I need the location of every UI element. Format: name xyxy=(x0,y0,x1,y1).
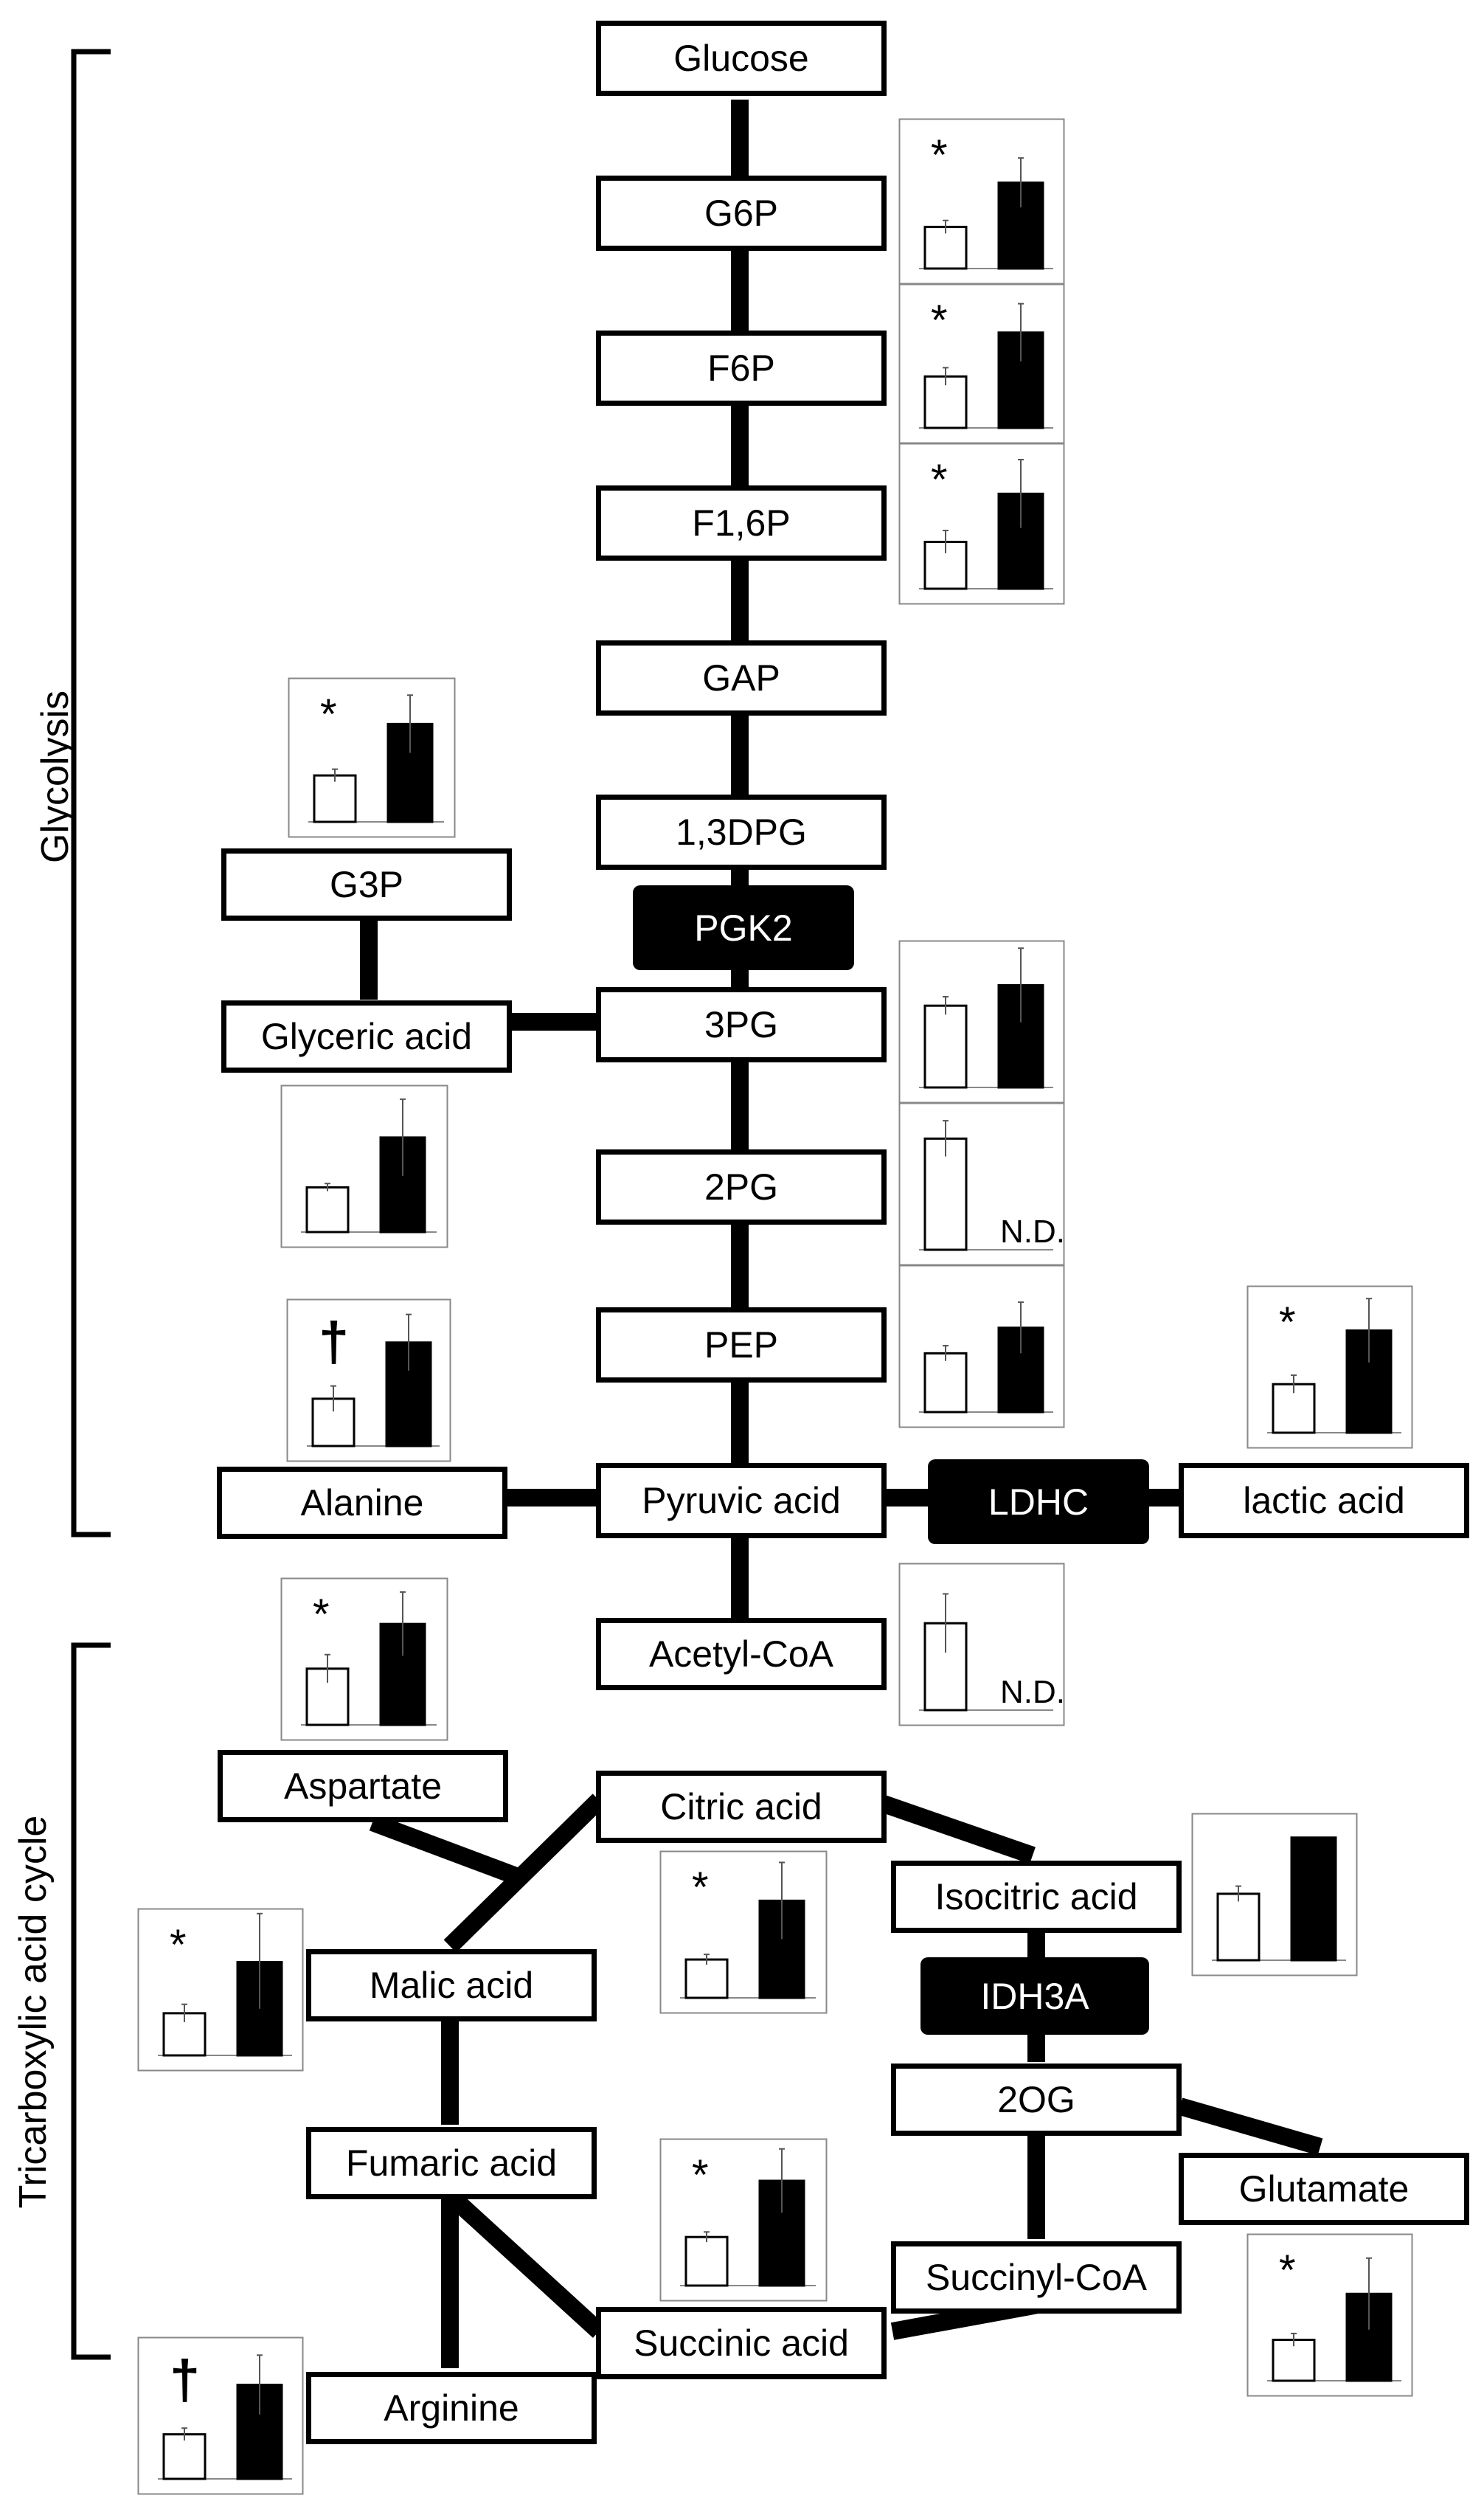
f6p-box: F6P xyxy=(596,331,887,406)
malic-acid-box: Malic acid xyxy=(306,1949,597,2021)
glutamate-box: Glutamate xyxy=(1179,2153,1469,2225)
isocitric-acid-filled-bar xyxy=(1290,1836,1337,1962)
isocitric-acid-box: Isocitric acid xyxy=(891,1861,1182,1933)
g6p-chart: * xyxy=(898,118,1065,285)
citric-isocitric-line xyxy=(881,1795,1036,1864)
lactic-acid-box: lactic acid xyxy=(1179,1463,1469,1538)
aspartate-chart: * xyxy=(280,1577,448,1741)
glutamate-significance-mark: * xyxy=(1279,2246,1296,2294)
arginine-significance-mark: † xyxy=(170,2349,200,2410)
citric-malic-line xyxy=(443,1793,606,1953)
succinic-acid-box: Succinic acid xyxy=(596,2307,887,2379)
g6p-open-bar xyxy=(923,226,968,270)
arginine-box: Arginine xyxy=(306,2372,597,2444)
aspartate-significance-mark: * xyxy=(313,1591,330,1639)
idh3a-enzyme: IDH3A xyxy=(920,1957,1149,2035)
malic-acid-filled-bar xyxy=(236,1961,283,2057)
citric-acid-chart: * xyxy=(659,1850,828,2014)
f6p-chart: * xyxy=(898,283,1065,444)
pep-chart xyxy=(898,1265,1065,1428)
glucose-box: Glucose xyxy=(596,21,887,96)
g6p-filled-bar xyxy=(997,181,1044,270)
g6p-significance-mark: * xyxy=(931,131,948,179)
glutamate-chart: * xyxy=(1247,2233,1413,2397)
g3p-box: G3P xyxy=(221,848,512,921)
alanine-box: Alanine xyxy=(217,1467,507,1539)
glyceric-acid-open-bar xyxy=(305,1186,350,1234)
ldhc-enzyme: LDHC xyxy=(928,1459,1149,1544)
2og-box: 2OG xyxy=(891,2064,1182,2136)
g6p-box: G6P xyxy=(596,176,887,251)
2og-glutamate-line xyxy=(1177,2097,1323,2156)
aspartate-malic-line xyxy=(369,1813,524,1886)
succinic-acid-open-bar xyxy=(684,2235,729,2287)
f16p-box: F1,6P xyxy=(596,485,887,561)
tca-bracket xyxy=(71,1642,111,2360)
g3p-chart: * xyxy=(288,677,456,838)
aspartate-box: Aspartate xyxy=(218,1750,508,1822)
13dpg-box: 1,3DPG xyxy=(596,795,887,870)
citric-acid-open-bar xyxy=(684,1958,729,1999)
g3p-significance-mark: * xyxy=(320,691,337,738)
tca-label: Tricarboxylic acid cycle xyxy=(12,1815,55,2209)
2pg-nd-label: N.D. xyxy=(1000,1214,1065,1250)
gap-box: GAP xyxy=(596,640,887,716)
pep-open-bar xyxy=(923,1352,968,1414)
glycolysis-bracket xyxy=(71,49,111,1537)
succinic-acid-chart: * xyxy=(659,2138,828,2302)
g3p-open-bar xyxy=(313,774,357,823)
arginine-open-bar xyxy=(162,2433,207,2480)
malic-acid-significance-mark: * xyxy=(170,1921,187,1969)
2pg-box: 2PG xyxy=(596,1149,887,1225)
f6p-significance-mark: * xyxy=(931,297,948,345)
isocitric-acid-open-bar xyxy=(1216,1892,1261,1962)
lactic-acid-chart: * xyxy=(1247,1285,1413,1449)
3pg-chart xyxy=(898,940,1065,1104)
lactic-acid-significance-mark: * xyxy=(1279,1298,1296,1346)
citric-acid-significance-mark: * xyxy=(692,1864,709,1912)
succinyl-coa-box: Succinyl-CoA xyxy=(891,2241,1182,2314)
citric-acid-box: Citric acid xyxy=(596,1771,887,1843)
pgk2-enzyme: PGK2 xyxy=(633,885,854,970)
2pg-chart: N.D. xyxy=(898,1102,1065,1266)
f16p-chart: * xyxy=(898,443,1065,605)
acetyl-coa-box: Acetyl-CoA xyxy=(596,1618,887,1690)
malic-acid-chart: * xyxy=(137,1908,304,2072)
fumaric-succinic-line xyxy=(447,2192,606,2338)
glycolysis-label: Glycolysis xyxy=(34,690,77,863)
3pg-box: 3PG xyxy=(596,987,887,1062)
succinic-acid-significance-mark: * xyxy=(692,2151,709,2199)
alanine-chart: † xyxy=(286,1298,451,1462)
acetyl-coa-chart: N.D. xyxy=(898,1563,1065,1726)
glyceric-acid-chart xyxy=(280,1085,448,1248)
f1-6p-significance-mark: * xyxy=(931,456,948,504)
3pg-open-bar xyxy=(923,1004,968,1089)
pep-box: PEP xyxy=(596,1307,887,1383)
fumaric-acid-box: Fumaric acid xyxy=(306,2127,597,2199)
glyceric-acid-box: Glyceric acid xyxy=(221,1000,512,1073)
acetyl-coa-nd-label: N.D. xyxy=(1000,1674,1065,1710)
alanine-significance-mark: † xyxy=(319,1311,349,1372)
glutamate-open-bar xyxy=(1272,2339,1316,2382)
arginine-chart: † xyxy=(137,2336,304,2495)
isocitric-acid-chart xyxy=(1191,1813,1358,1976)
pyruvic-acid-box: Pyruvic acid xyxy=(596,1463,887,1538)
